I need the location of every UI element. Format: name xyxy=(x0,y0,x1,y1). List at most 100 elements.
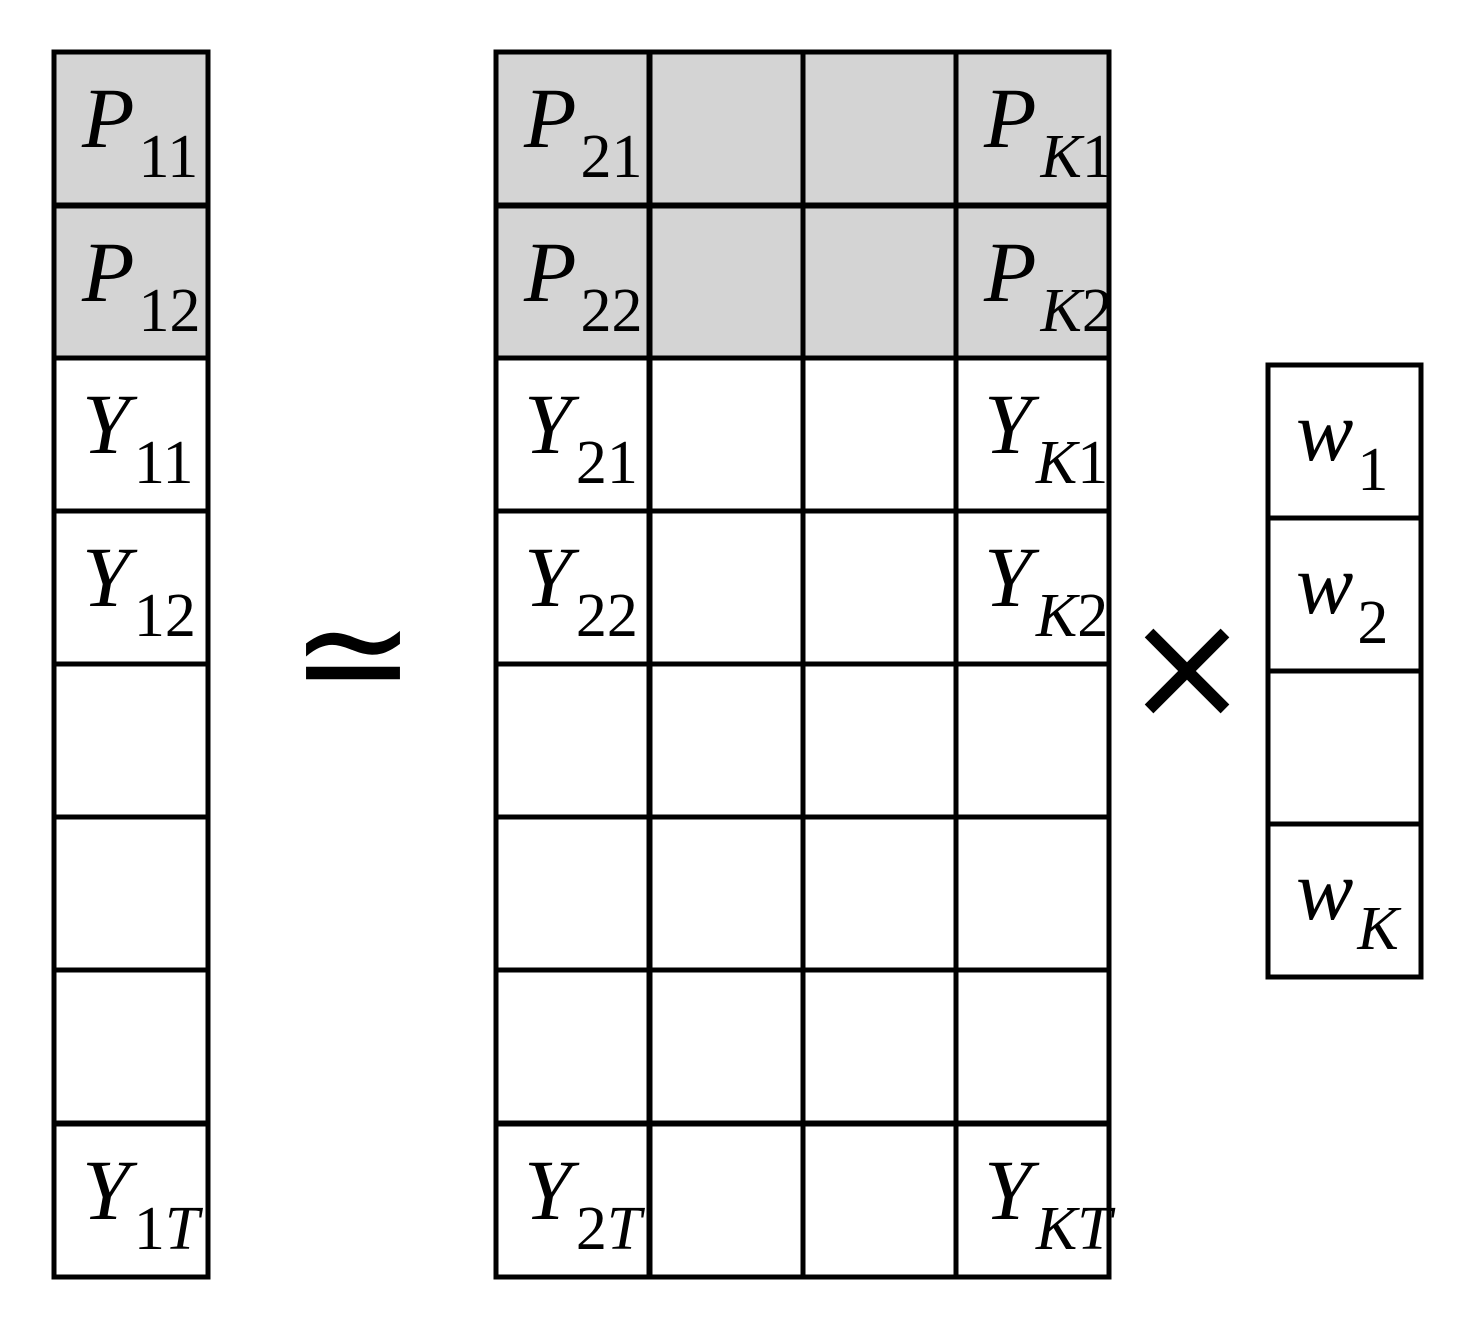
left-cell xyxy=(51,661,211,820)
symbol: P xyxy=(983,70,1037,166)
matrix-cell-label: Y22 xyxy=(524,529,638,650)
symbol: Y xyxy=(524,529,580,625)
matrix-cell-box xyxy=(800,203,959,362)
matrix-cell xyxy=(800,203,959,362)
matrix-cell: P22 xyxy=(493,203,652,362)
subscript: 2 xyxy=(576,1195,607,1263)
left-cell-label: Y1T xyxy=(82,1142,204,1263)
subscript: 22 xyxy=(581,277,643,345)
symbol: P xyxy=(81,70,135,166)
weight-cell-label: w1 xyxy=(1296,383,1388,504)
weight-cell: w1 xyxy=(1265,362,1424,521)
matrix-cell xyxy=(493,967,652,1126)
matrix-cell xyxy=(493,814,652,973)
matrix-cell-label: PK2 xyxy=(983,224,1113,345)
matrix-cell-box xyxy=(647,967,806,1126)
matrix-cell-label: YKT xyxy=(984,1142,1116,1263)
matrix-cell: YK2 xyxy=(953,508,1112,667)
subscript: 2 xyxy=(1357,589,1388,657)
matrix-cell-label: Y2T xyxy=(524,1142,646,1263)
subscript: T xyxy=(165,1195,204,1263)
matrix-cell-label: Y21 xyxy=(524,376,638,497)
matrix-cell: Y2T xyxy=(493,1121,652,1280)
times-symbol: × xyxy=(1124,580,1250,754)
matrix-cell-box xyxy=(647,508,806,667)
symbol: P xyxy=(523,70,577,166)
matrix-cell xyxy=(953,814,1112,973)
left-cell-box xyxy=(51,49,211,208)
matrix-cell-box xyxy=(800,814,959,973)
symbol: Y xyxy=(524,376,580,472)
matrix-cell-box xyxy=(493,355,652,514)
left-cell: Y1T xyxy=(51,1121,211,1280)
matrix-cell xyxy=(800,1121,959,1280)
matrix-cell: PK2 xyxy=(953,203,1113,362)
matrix-cell-box xyxy=(800,1121,959,1280)
matrix-cell xyxy=(647,661,806,820)
left-cell: Y12 xyxy=(51,508,211,667)
matrix-cell-box xyxy=(647,355,806,514)
matrix-cell-box xyxy=(953,967,1112,1126)
matrix-cell: P21 xyxy=(493,49,652,208)
subscript: 1 xyxy=(1357,436,1388,504)
left-cell-box xyxy=(51,203,211,362)
matrix-cell-box xyxy=(953,203,1112,362)
matrix-cell xyxy=(800,508,959,667)
subscript: K xyxy=(1035,582,1081,650)
symbol: Y xyxy=(524,1142,580,1238)
matrix-cell xyxy=(647,203,806,362)
matrix-cell-box xyxy=(953,814,1112,973)
left-cell xyxy=(51,814,211,973)
matrix-cell xyxy=(953,661,1112,820)
matrix-cell-box xyxy=(800,661,959,820)
matrix-cell-box xyxy=(953,508,1112,667)
weight-cell: wK xyxy=(1265,821,1424,980)
left-cell-box xyxy=(51,1121,211,1280)
left-cell-box xyxy=(51,967,211,1126)
symbol: w xyxy=(1296,842,1353,938)
left-cell: Y11 xyxy=(51,355,211,514)
matrix-cell xyxy=(800,355,959,514)
matrix-cell-box xyxy=(647,1121,806,1280)
left-cell-box xyxy=(51,508,211,667)
symbol: w xyxy=(1296,383,1353,479)
matrix-cell: Y21 xyxy=(493,355,652,514)
matrix-cell-label: YK1 xyxy=(984,376,1108,497)
matrix-cell: PK1 xyxy=(953,49,1113,208)
matrix-cell xyxy=(953,967,1112,1126)
left-cell: P12 xyxy=(51,203,211,362)
subscript: K xyxy=(1040,123,1086,191)
matrix-cell-box xyxy=(493,203,652,362)
matrix-cell-box xyxy=(647,814,806,973)
approx-symbol: ≃ xyxy=(290,567,416,741)
subscript: 2 xyxy=(1082,277,1113,345)
matrix-cell: YK1 xyxy=(953,355,1112,514)
subscript: 21 xyxy=(576,429,638,497)
subscript: 12 xyxy=(134,582,196,650)
weight-cell-box xyxy=(1265,821,1424,980)
matrix-cell xyxy=(647,814,806,973)
left-cell-box xyxy=(51,814,211,973)
subscript: 11 xyxy=(139,123,199,191)
symbol: Y xyxy=(984,1142,1040,1238)
matrix-cell xyxy=(800,661,959,820)
matrix-cell xyxy=(647,508,806,667)
symbol: P xyxy=(983,224,1037,320)
matrix-cell: Y22 xyxy=(493,508,652,667)
matrix-cell-box xyxy=(953,49,1112,208)
matrix-cell-box xyxy=(493,814,652,973)
matrix-cell-box xyxy=(800,355,959,514)
weight-cell-label: w2 xyxy=(1296,536,1388,657)
subscript: 2 xyxy=(1077,582,1108,650)
symbol: P xyxy=(81,224,135,320)
left-cell-label: P12 xyxy=(81,224,201,345)
matrix-cell-box xyxy=(647,49,806,208)
left-cell-box xyxy=(51,661,211,820)
subscript: 11 xyxy=(134,429,194,497)
subscript: 21 xyxy=(581,123,643,191)
left-cell-label: P11 xyxy=(81,70,198,191)
weight-cell-box xyxy=(1265,362,1424,521)
